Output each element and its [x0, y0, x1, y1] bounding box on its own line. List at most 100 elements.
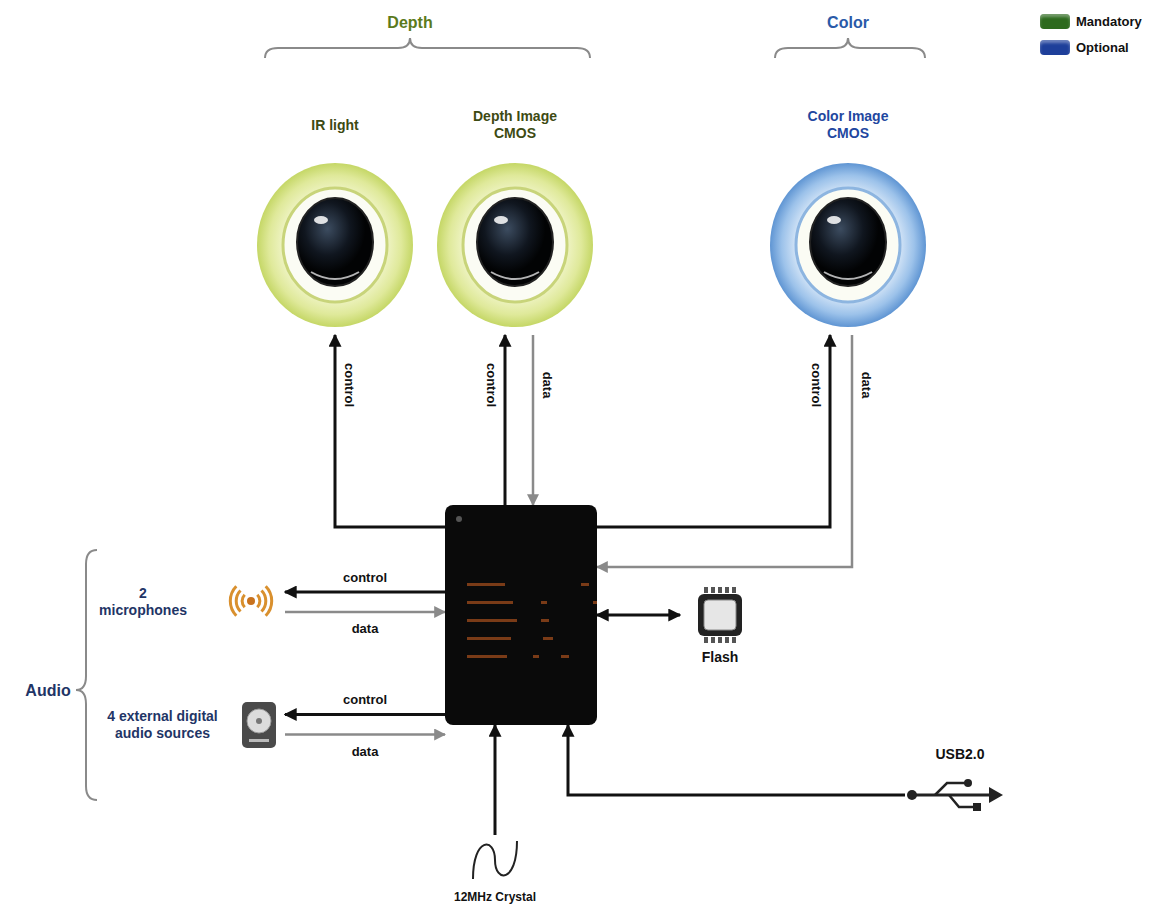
chip-body — [445, 505, 597, 725]
lens-reflection — [491, 272, 539, 279]
drive-spindle — [256, 718, 262, 724]
node-label: Flash — [702, 649, 739, 666]
depth-bracket — [265, 38, 590, 58]
crystal-node: 12MHz Crystal — [430, 835, 560, 910]
legend-label: Optional — [1076, 40, 1129, 55]
group-heading: Depth — [387, 13, 432, 32]
signal-label: data — [540, 371, 555, 400]
legend-swatch — [1040, 40, 1070, 55]
label-holder: 12MHz Crystal — [454, 889, 536, 906]
usb-dot — [907, 790, 917, 800]
node-label: IR light — [311, 117, 358, 134]
control-arrow — [494, 725, 497, 835]
lens-icon — [435, 160, 595, 330]
chip-pin — [725, 637, 729, 643]
usb-branch — [949, 795, 973, 807]
chip-pin — [711, 637, 715, 643]
chip-pin — [718, 587, 722, 593]
flash-icon — [685, 585, 755, 645]
node-label: 12MHz Crystal — [454, 889, 536, 906]
chip-pin — [711, 587, 715, 593]
chip-pin — [704, 637, 708, 643]
data-arrow — [285, 611, 445, 614]
data-arrow — [285, 733, 445, 736]
control-arrow — [285, 713, 445, 716]
lens-icon — [255, 160, 415, 330]
usb-end — [964, 779, 972, 787]
usb-branch — [935, 783, 965, 795]
data-arrow — [597, 335, 852, 567]
node-label: Depth Image CMOS — [453, 108, 578, 142]
legend-label: Mandatory — [1076, 14, 1142, 29]
sound-wave — [262, 591, 266, 612]
chip-marking — [581, 583, 589, 586]
chip-marking — [543, 637, 553, 640]
lens-ring — [463, 188, 567, 302]
mic-node: 2 microphones — [95, 572, 285, 632]
lens-icon — [768, 160, 928, 330]
chip-marking — [593, 601, 597, 604]
audio-drive-icon — [239, 699, 279, 751]
flash-chip — [698, 594, 742, 636]
usb-head — [989, 787, 1003, 803]
lens-halo — [770, 163, 926, 327]
lens-highlight — [314, 216, 328, 224]
signal-label: control — [342, 692, 388, 707]
lens-heading: IR light — [255, 95, 415, 155]
lens-highlight — [827, 216, 841, 224]
lens-halo — [257, 163, 413, 327]
flash-node: Flash — [680, 585, 760, 680]
usb-node: USB2.0 — [905, 735, 1015, 815]
signal-label: data — [351, 621, 380, 636]
lens-reflection — [824, 272, 872, 279]
chip-marking — [467, 619, 517, 622]
chip-pin — [732, 587, 736, 593]
lens-reflection — [311, 272, 359, 279]
lens-halo — [437, 163, 593, 327]
drive-platter — [247, 709, 271, 733]
legend-swatch — [1040, 14, 1070, 29]
chip-marking — [541, 619, 549, 622]
sound-wave — [266, 586, 272, 615]
signal-label: control — [342, 362, 357, 408]
lens-heading: Color Image CMOS — [768, 95, 928, 155]
legend-row: Mandatory — [1040, 14, 1142, 29]
drive-slot — [249, 739, 269, 742]
flash-die — [704, 600, 736, 630]
lens-node: Depth Image CMOS — [435, 95, 595, 335]
node-label: 4 external digital audio sources — [95, 708, 230, 742]
label-holder: Flash — [702, 649, 739, 666]
control-arrow — [568, 725, 905, 795]
group-heading: Color — [827, 13, 869, 32]
disk-node: 4 external digital audio sources — [95, 692, 285, 757]
legend-row: Optional — [1040, 40, 1129, 55]
data-arrow — [532, 335, 535, 505]
signal-label: control — [342, 570, 388, 585]
group-heading: Audio — [25, 681, 70, 700]
sound-wave — [242, 595, 245, 608]
label-holder: USB2.0 — [905, 735, 1015, 773]
drive-body — [242, 702, 276, 748]
signal-label: control — [809, 362, 824, 408]
signal-label: control — [484, 362, 499, 408]
lens-ring — [283, 188, 387, 302]
chip-marking — [561, 655, 569, 658]
lens-glass — [810, 198, 886, 286]
sound-wave — [236, 591, 240, 612]
chip-marking — [467, 655, 507, 658]
sound-wave — [230, 586, 236, 615]
chip-marking — [541, 601, 547, 604]
chip-marking — [467, 583, 505, 586]
signal-label: data — [351, 744, 380, 759]
chip-marking — [467, 601, 513, 604]
microphone-icon — [223, 576, 279, 628]
control-arrow — [597, 614, 680, 617]
chip-pin — [718, 637, 722, 643]
crystal-wave — [473, 841, 517, 879]
lens-glass — [297, 198, 373, 286]
chip-marking — [533, 655, 539, 658]
chip-pin — [725, 587, 729, 593]
